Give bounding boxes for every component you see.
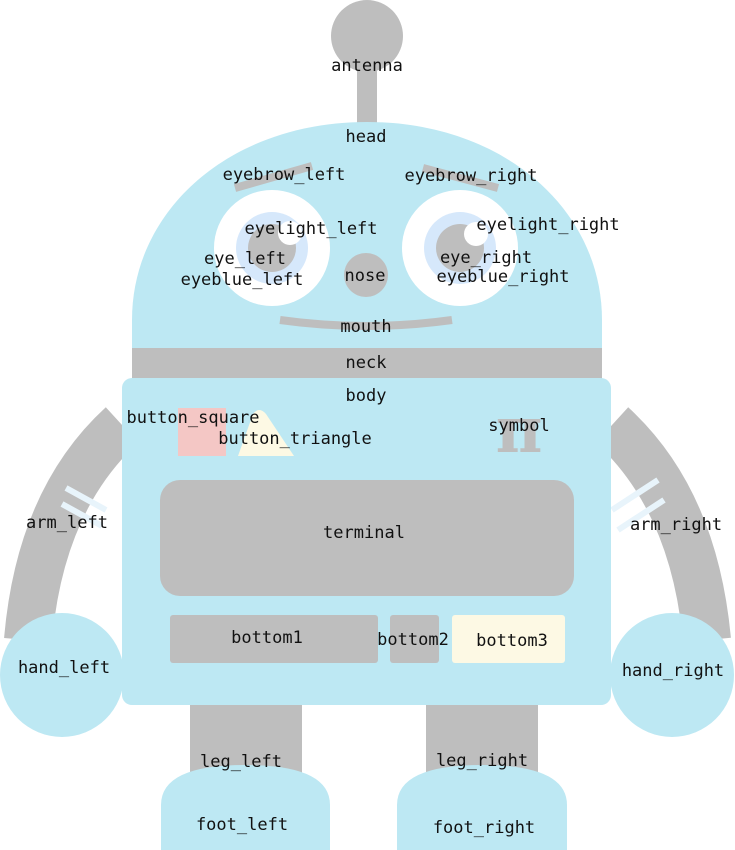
label-eyebrow-left: eyebrow_left bbox=[223, 165, 346, 185]
bottom1-shape bbox=[170, 615, 378, 663]
label-foot-right: foot_right bbox=[433, 818, 535, 838]
mouth-shape bbox=[279, 316, 453, 330]
label-foot-left: foot_left bbox=[196, 815, 288, 835]
label-body: body bbox=[346, 386, 387, 406]
label-bottom1: bottom1 bbox=[231, 628, 303, 648]
label-eye-left: eye_left bbox=[204, 249, 286, 269]
label-bottom3: bottom3 bbox=[476, 631, 548, 651]
symbol-glyph: π bbox=[496, 393, 543, 468]
hand-right-shape bbox=[610, 613, 734, 737]
button-triangle-shape bbox=[238, 410, 294, 456]
label-button-square: button_square bbox=[126, 408, 259, 428]
label-eyebrow-right: eyebrow_right bbox=[404, 166, 537, 186]
bottom3-shape bbox=[452, 615, 565, 663]
eyebrow-right-shape bbox=[421, 164, 500, 192]
nose-shape bbox=[344, 253, 388, 297]
label-eyeblue-right: eyeblue_right bbox=[436, 267, 569, 287]
neck-shape bbox=[132, 348, 602, 379]
arm-right-stripe bbox=[610, 477, 666, 533]
arm-left-stripe bbox=[60, 485, 108, 529]
label-symbol: symbol bbox=[488, 416, 549, 436]
eyelight-right-shape bbox=[464, 222, 488, 246]
label-eyelight-right: eyelight_right bbox=[476, 215, 619, 235]
label-neck: neck bbox=[346, 353, 387, 373]
label-head: head bbox=[346, 127, 387, 147]
label-arm-left: arm_left bbox=[26, 513, 108, 533]
label-mouth: mouth bbox=[340, 317, 391, 337]
label-eyeblue-left: eyeblue_left bbox=[181, 270, 304, 290]
label-bottom2: bottom2 bbox=[377, 630, 449, 650]
label-hand-left: hand_left bbox=[18, 658, 110, 678]
label-leg-left: leg_left bbox=[200, 752, 282, 772]
arm-right-shape bbox=[595, 407, 731, 643]
foot-left-shape bbox=[161, 765, 330, 850]
antenna-stem bbox=[357, 55, 377, 130]
foot-right-shape bbox=[397, 765, 567, 850]
label-leg-right: leg_right bbox=[436, 751, 528, 771]
label-arm-right: arm_right bbox=[630, 515, 722, 535]
terminal-shape bbox=[160, 480, 574, 596]
label-terminal: terminal bbox=[323, 523, 405, 543]
hand-left-shape bbox=[0, 613, 124, 737]
eyebrow-left-shape bbox=[233, 162, 314, 192]
bottom2-shape bbox=[390, 615, 439, 663]
label-antenna: antenna bbox=[331, 56, 403, 76]
label-nose: nose bbox=[345, 266, 386, 286]
arm-left-shape bbox=[4, 407, 139, 643]
label-eyelight-left: eyelight_left bbox=[244, 219, 377, 239]
antenna-ball bbox=[331, 0, 403, 72]
eyelight-left-shape bbox=[278, 221, 302, 245]
label-eye-right: eye_right bbox=[440, 248, 532, 268]
button-square-shape bbox=[178, 408, 226, 456]
label-hand-right: hand_right bbox=[622, 661, 724, 681]
label-button-triangle: button_triangle bbox=[218, 429, 372, 449]
